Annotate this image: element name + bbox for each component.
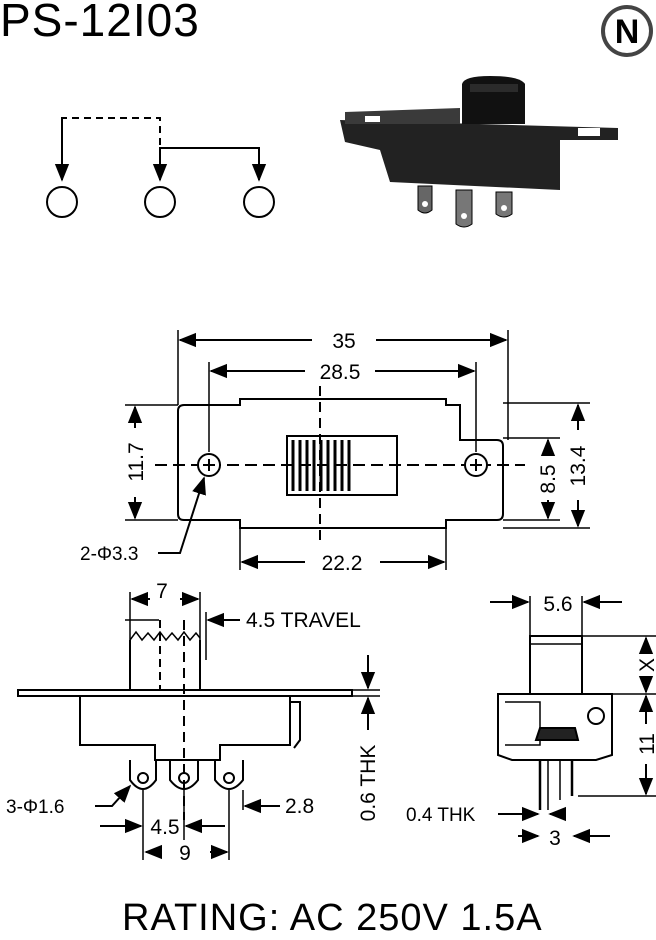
dim-overall-length: 35 xyxy=(332,330,355,353)
dim-hole-pitch: 28.5 xyxy=(320,361,361,384)
dim-actuator-height: X xyxy=(636,658,656,672)
dim-terminal-length: 3 xyxy=(549,827,561,850)
dim-terminal-span: 9 xyxy=(179,842,191,865)
dim-actuator-width: 7 xyxy=(156,580,168,603)
dim-terminal-holes: 3-Φ1.6 xyxy=(6,797,64,818)
top-view-drawing xyxy=(125,330,590,570)
switch-product-image xyxy=(340,76,618,228)
dim-mount-holes: 2-Φ3.3 xyxy=(80,544,138,565)
front-view-drawing xyxy=(17,591,380,860)
part-number-title: PS-12I03 xyxy=(0,0,200,46)
logo-letter: N xyxy=(615,13,640,51)
dim-terminal-width: 2.8 xyxy=(285,795,314,818)
dim-base-length: 22.2 xyxy=(322,552,363,575)
dim-actuator-side-width: 5.6 xyxy=(543,593,572,616)
dim-body-height: 11 xyxy=(636,733,656,755)
switch-schematic xyxy=(46,117,275,218)
rating-label: RATING: AC 250V 1.5A xyxy=(122,897,543,939)
dim-travel: 4.5 TRAVEL xyxy=(246,609,361,632)
dim-height-left: 11.7 xyxy=(125,442,148,481)
dim-terminal-pitch: 4.5 xyxy=(150,816,179,839)
side-view-drawing xyxy=(490,594,656,844)
dim-body-width: 8.5 xyxy=(537,464,560,493)
dim-terminal-thickness: 0.4 THK xyxy=(406,805,476,826)
dim-plate-thickness: 0.6 THK xyxy=(357,745,380,822)
dim-overall-width: 13.4 xyxy=(567,445,590,486)
brand-logo: N xyxy=(601,5,653,57)
